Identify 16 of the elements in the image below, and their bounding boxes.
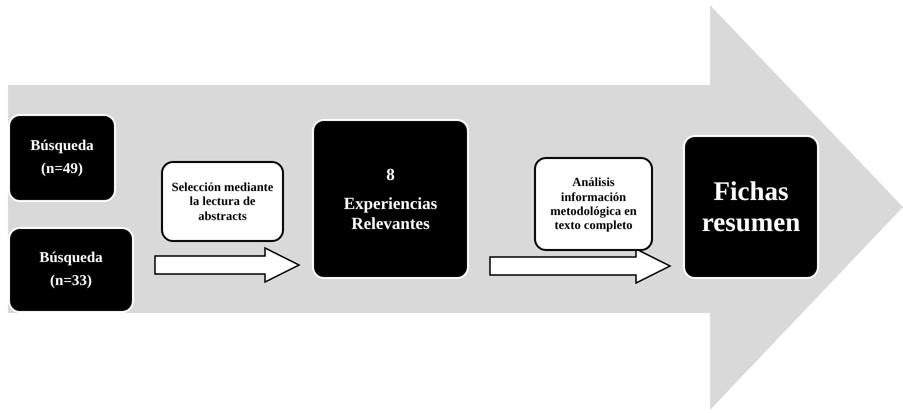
box-title: Búsqueda [39,250,103,267]
box-title: Análisis información metodológica en texto completo [549,175,638,233]
process-box [161,161,284,242]
process-box [8,227,134,313]
box-text: Experiencias Relevantes [342,194,438,234]
box-title: 8 [386,164,395,184]
box-title: Selección mediante la lectura de abstracts [170,180,274,224]
process-box [534,157,653,251]
box-title: Fichas resumen [700,176,802,238]
box-text: (n=49) [41,161,83,178]
box-title: Búsqueda [30,138,94,155]
process-box [8,114,116,202]
box-text: (n=33) [50,273,92,290]
block-arrow [154,246,301,284]
process-box [683,135,819,279]
process-box [312,119,469,279]
